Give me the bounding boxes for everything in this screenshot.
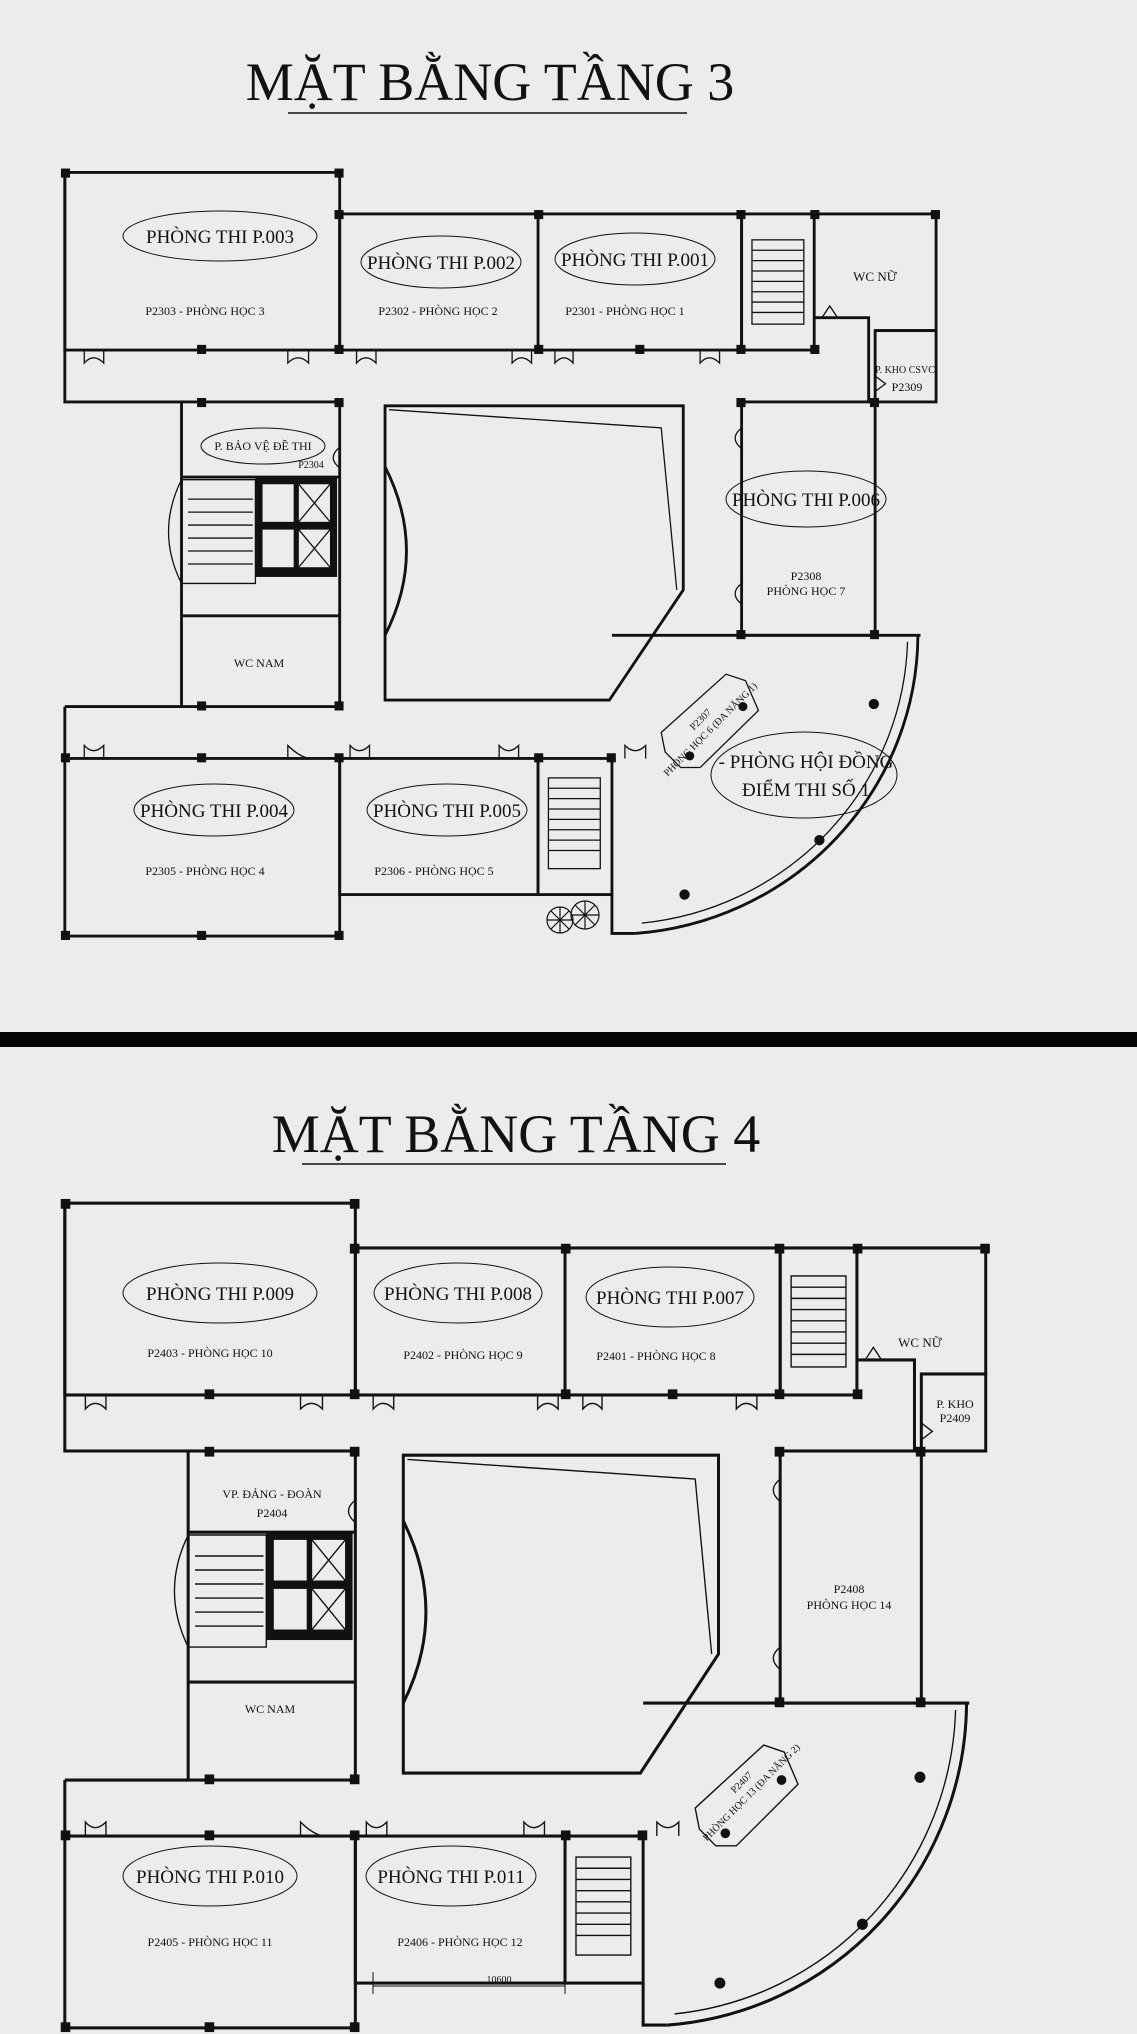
dimension-value: 10600: [487, 1975, 512, 1986]
room-name: P. BẢO VỆ ĐỀ THI: [214, 438, 311, 453]
room-label: P2303 - PHÒNG HỌC 3: [145, 304, 264, 318]
floor-3-walls: [59, 167, 942, 942]
exam-room-name: PHÒNG THI P.004: [140, 800, 288, 822]
room-p002[interactable]: PHÒNG THI P.002 P2302 - PHÒNG HỌC 2: [360, 235, 522, 318]
room-hoi-dong[interactable]: - PHÒNG HỘI ĐỒNG ĐIỂM THI SỐ 1: [710, 731, 898, 819]
room-p007[interactable]: PHÒNG THI P.007 P2401 - PHÒNG HỌC 8: [585, 1266, 755, 1363]
wc-male-label: WC NAM: [245, 1702, 296, 1716]
room-p004[interactable]: PHÒNG THI P.004 P2305 - PHÒNG HỌC 4: [133, 783, 295, 878]
room-code: P2308: [791, 569, 822, 583]
room-label: PHÒNG HỌC 7: [767, 584, 846, 598]
room-label: P2406 - PHÒNG HỌC 12: [397, 1935, 522, 1949]
exam-room-name: PHÒNG THI P.008: [384, 1283, 532, 1305]
floor-4-title: MẶT BẰNG TẦNG 4: [272, 1103, 761, 1164]
room-code: P2304: [298, 460, 324, 471]
room-label: P2305 - PHÒNG HỌC 4: [145, 864, 264, 878]
wc-female-label: WC NỮ: [853, 269, 898, 284]
room-p009[interactable]: PHÒNG THI P.009 P2403 - PHÒNG HỌC 10: [122, 1262, 318, 1360]
storage-room-code: P2409: [940, 1411, 971, 1425]
room-da-nang-2[interactable]: P2407 PHÒNG HỌC 13 (ĐA NĂNG 2): [691, 1732, 802, 1843]
exam-room-name: PHÒNG THI P.007: [596, 1287, 744, 1309]
room-p011[interactable]: PHÒNG THI P.011 P2406 - PHÒNG HỌC 12: [365, 1845, 537, 1949]
storage-room-code: P2309: [892, 380, 923, 394]
exam-room-name: PHÒNG THI P.003: [146, 226, 294, 248]
storage-room-name: P. KHO CSVC: [875, 365, 935, 376]
room-p2408[interactable]: P2408 PHÒNG HỌC 14: [807, 1582, 892, 1612]
floor-4-walls: [59, 1197, 992, 2034]
room-name-line1: - PHÒNG HỘI ĐỒNG: [719, 751, 894, 773]
exam-room-name: PHÒNG THI P.002: [367, 252, 515, 274]
room-p003[interactable]: PHÒNG THI P.003 P2303 - PHÒNG HỌC 3: [122, 210, 318, 318]
room-bao-ve-de-thi[interactable]: P. BẢO VỆ ĐỀ THI P2304: [200, 427, 326, 471]
room-code: P2404: [257, 1506, 288, 1520]
exam-room-name: PHÒNG THI P.010: [136, 1866, 284, 1888]
exam-room-name: PHÒNG THI P.011: [377, 1866, 524, 1888]
exam-room-ellipse: [373, 1262, 543, 1324]
room-label: P2402 - PHÒNG HỌC 9: [403, 1348, 522, 1362]
room-label: P2403 - PHÒNG HỌC 10: [147, 1346, 272, 1360]
exam-room-ellipse: [122, 1262, 318, 1324]
storage-room-name: P. KHO: [936, 1397, 974, 1411]
wc-female-label: WC NỮ: [898, 1335, 943, 1350]
exam-room-ellipse: [554, 232, 716, 286]
room-p008[interactable]: PHÒNG THI P.008 P2402 - PHÒNG HỌC 9: [373, 1262, 543, 1362]
room-label: PHÒNG HỌC 14: [807, 1598, 892, 1612]
room-label: P2301 - PHÒNG HỌC 1: [565, 304, 684, 318]
room-p005[interactable]: PHÒNG THI P.005 P2306 - PHÒNG HỌC 5: [366, 783, 528, 878]
exam-room-ellipse: [725, 470, 887, 528]
room-p006[interactable]: PHÒNG THI P.006 P2308 PHÒNG HỌC 7: [725, 470, 887, 598]
wc-male-label: WC NAM: [234, 656, 285, 670]
exam-room-ellipse: [122, 210, 318, 262]
exam-room-ellipse: [122, 1845, 298, 1907]
room-p001[interactable]: PHÒNG THI P.001 P2301 - PHÒNG HỌC 1: [554, 232, 716, 318]
room-label: P2306 - PHÒNG HỌC 5: [374, 864, 493, 878]
exam-room-name: PHÒNG THI P.009: [146, 1283, 294, 1305]
exam-room-name: PHÒNG THI P.006: [732, 489, 880, 511]
plant-icon: [546, 900, 600, 934]
dimension-line: 10600: [372, 1972, 566, 1994]
room-name-line2: ĐIỂM THI SỐ 1: [742, 779, 870, 801]
floor-3-title: MẶT BẰNG TẦNG 3: [246, 51, 735, 112]
room-ellipse: [200, 427, 326, 465]
room-label: P2302 - PHÒNG HỌC 2: [378, 304, 497, 318]
floor-3-plan: MẶT BẰNG TẦNG 3 PHÒNG THI P.003 P2303 - …: [59, 51, 942, 942]
room-dang-doan[interactable]: VP. ĐẢNG - ĐOÀN P2404: [222, 1487, 322, 1520]
exam-room-name: PHÒNG THI P.005: [373, 800, 521, 822]
room-label: P2401 - PHÒNG HỌC 8: [596, 1349, 715, 1363]
room-name: VP. ĐẢNG - ĐOÀN: [222, 1487, 322, 1501]
room-code: P2408: [834, 1582, 865, 1596]
room-ellipse: [710, 731, 898, 819]
exam-room-ellipse: [366, 783, 528, 837]
exam-room-ellipse: [585, 1266, 755, 1328]
room-p010[interactable]: PHÒNG THI P.010 P2405 - PHÒNG HỌC 11: [122, 1845, 298, 1949]
room-label: P2405 - PHÒNG HỌC 11: [148, 1935, 273, 1949]
exam-room-ellipse: [133, 783, 295, 837]
exam-room-ellipse: [360, 235, 522, 289]
exam-room-name: PHÒNG THI P.001: [561, 249, 709, 271]
floor-4-plan: MẶT BẰNG TẦNG 4 PHÒNG THI P.009 P2403 - …: [59, 1103, 992, 2034]
exam-room-ellipse: [365, 1845, 537, 1907]
separator-bar: [0, 1032, 1137, 1047]
